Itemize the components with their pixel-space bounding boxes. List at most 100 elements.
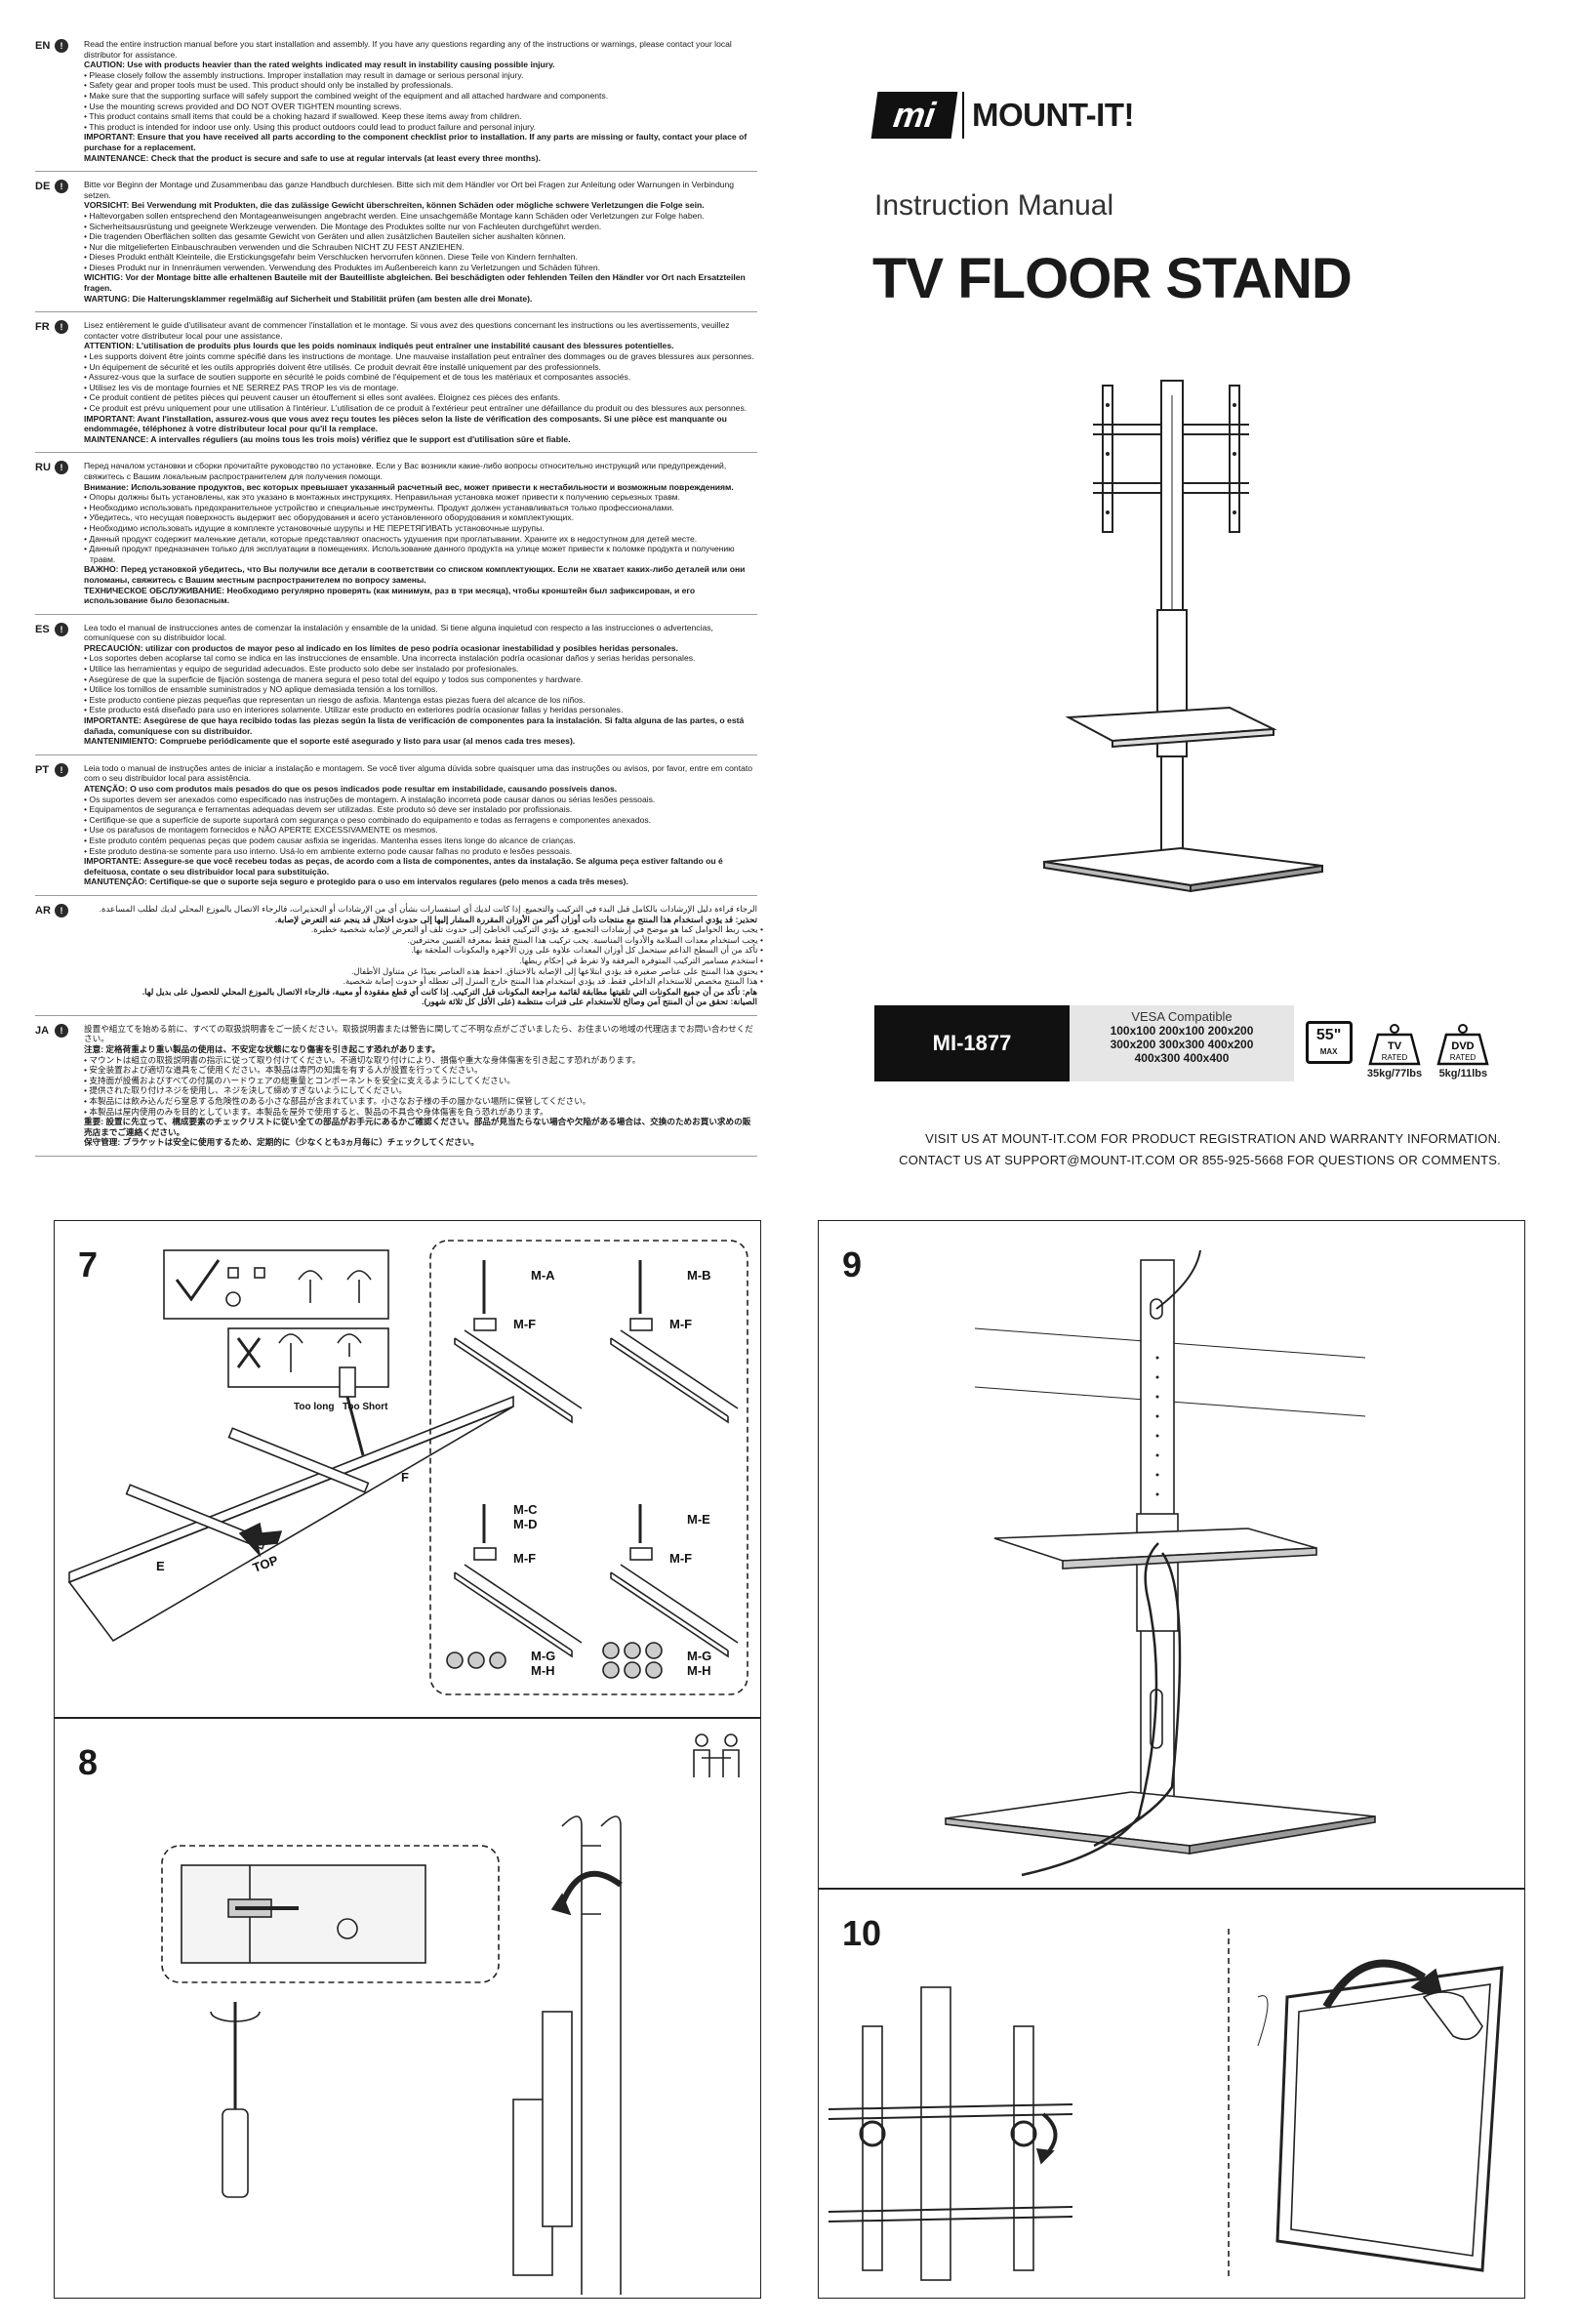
warning-block-ar: AR! الرجاء قراءة دليل الإرشادات بالكامل ق… bbox=[35, 903, 763, 1016]
part-m-f: M-F bbox=[669, 1317, 692, 1331]
step-number: 7 bbox=[78, 1244, 99, 1284]
warnings-column: EN!Read the entire instruction manual be… bbox=[35, 39, 763, 1164]
warning-line: • 提供された取り付けネジを使用し、ネジを決して締めすぎないようにしてください。 bbox=[84, 1085, 408, 1096]
language-code: RU bbox=[35, 462, 51, 474]
part-m-e: M-E bbox=[687, 1512, 710, 1527]
rated-word: RATED bbox=[1450, 1053, 1476, 1062]
step-number: 8 bbox=[78, 1742, 99, 1782]
warning-line: هام: تأكد من أن جميع المكونات التي تلقيت… bbox=[142, 986, 757, 997]
weight-icon: DVD RATED bbox=[1436, 1024, 1489, 1066]
warning-line: • Убедитесь, что несущая поверхность выд… bbox=[84, 512, 574, 523]
language-code: JA bbox=[35, 1024, 50, 1037]
warning-block-es: ES!Lea todo el manual de instrucciones a… bbox=[35, 622, 757, 755]
part-m-h: M-H bbox=[687, 1663, 711, 1678]
warning-line: 重要: 設置に先立って、構成要素のチェックリストに従い全ての部品がお手元にあるか… bbox=[84, 1117, 751, 1137]
part-m-f: M-F bbox=[513, 1551, 536, 1566]
warning-block-ja: JA! 設置や組立てを始める前に、すべての取扱説明書をご一読ください。取扱説明書ま… bbox=[35, 1023, 757, 1157]
warning-line: • Este producto está diseñado para uso e… bbox=[84, 705, 624, 715]
tv-word: TV bbox=[1388, 1040, 1402, 1052]
warning-line: • Asegúrese de que la superficie de fija… bbox=[84, 673, 584, 684]
warning-line: ATTENTION: L'utilisation de produits plu… bbox=[84, 341, 674, 351]
language-code: PT bbox=[35, 763, 50, 776]
warning-line: IMPORTANT: Avant l'installation, assurez… bbox=[84, 413, 727, 434]
warning-line: • This product contains small items that… bbox=[84, 111, 522, 122]
warning-line: MAINTENANCE: Check that the product is s… bbox=[84, 152, 542, 163]
warning-line: • Equipamentos de segurança e ferramenta… bbox=[84, 804, 573, 815]
language-code: DE bbox=[35, 181, 51, 193]
tv-weight-badge: TV RATED 35kg/77lbs bbox=[1367, 1023, 1422, 1080]
warning-line: تحذير: قد يؤدي استخدام هذا المنتج مع منت… bbox=[274, 914, 757, 924]
warning-line: ВАЖНО: Перед установкой убедитесь, что В… bbox=[84, 564, 746, 585]
warning-line: 注意: 定格荷重より重い製品の使用は、不安定な状態になり傷害を引き起こす恐れがあ… bbox=[84, 1044, 440, 1055]
spec-bar: MI-1877 VESA Compatible 100x100 200x100 … bbox=[874, 1005, 1501, 1081]
part-m-h: M-H bbox=[531, 1663, 555, 1678]
logo-divider bbox=[962, 92, 964, 139]
warning-block-ru: RU!Перед началом установки и сборки проч… bbox=[35, 461, 757, 615]
warning-line: • تأكد من أن السطح الداعم سيتحمل كل أوزا… bbox=[411, 945, 763, 956]
tv-floor-stand-illustration bbox=[1043, 380, 1323, 893]
part-m-c: M-C bbox=[513, 1502, 538, 1517]
dvd-word: DVD bbox=[1452, 1040, 1475, 1052]
warning-line: Read the entire instruction manual befor… bbox=[84, 39, 732, 60]
warning-line: • 本製品は屋内使用のみを目的としています。本製品を屋外で使用すると、製品の不具… bbox=[84, 1106, 548, 1117]
warning-line: 保守管理: ブラケットは安全に使用するため、定期的に（少なくとも3ヵ月毎に）チェ… bbox=[84, 1137, 479, 1148]
warning-line: ATENÇÃO: O uso com produtos mais pesados… bbox=[84, 784, 618, 794]
warning-icon: ! bbox=[55, 762, 68, 777]
rating-badges: 55" MAX TV RATED 35kg/77lbs DVD RATED 5k… bbox=[1294, 1005, 1501, 1081]
model-number: MI-1877 bbox=[874, 1005, 1070, 1081]
part-m-g: M-G bbox=[687, 1649, 711, 1663]
document-subtitle: Instruction Manual bbox=[874, 189, 1114, 222]
warning-line: الصيانة: تحقق من أن المنتج آمن وصالح للا… bbox=[422, 997, 757, 1007]
language-code: AR bbox=[35, 904, 51, 917]
step-9-panel: 9 bbox=[818, 1220, 1525, 1889]
warning-icon: ! bbox=[55, 1023, 68, 1038]
warning-line: • Dieses Produkt nur in Innenräumen verw… bbox=[84, 262, 600, 272]
warning-text: Read the entire instruction manual befor… bbox=[84, 39, 757, 163]
step-8-panel: 8 bbox=[54, 1718, 761, 2299]
vesa-line: 100x100 200x100 200x200 bbox=[1110, 1024, 1254, 1038]
top-label: TOP bbox=[251, 1553, 280, 1575]
max-label: MAX bbox=[1319, 1047, 1338, 1056]
warning-line: الرجاء قراءة دليل الإرشادات بالكامل قبل … bbox=[99, 903, 757, 914]
warning-block-en: EN!Read the entire instruction manual be… bbox=[35, 39, 757, 173]
warning-block-fr: FR!Lisez entièrement le guide d'utilisat… bbox=[35, 320, 757, 454]
document-title: TV FLOOR STAND bbox=[872, 247, 1353, 310]
warning-line: • Ce produit est prévu uniquement pour u… bbox=[84, 403, 748, 413]
warning-line: • يحتوي هذا المنتج على عناصر صغيرة قد يؤ… bbox=[350, 965, 763, 976]
warning-line: • Данный продукт содержит маленькие дета… bbox=[84, 533, 698, 544]
part-m-f: M-F bbox=[669, 1551, 692, 1566]
step-7-panel: 7 bbox=[54, 1220, 761, 1718]
warning-line: • يجب استخدام معدات السلامة والأدوات الم… bbox=[407, 934, 763, 945]
warning-line: WARTUNG: Die Halterungsklammer regelmäßi… bbox=[84, 293, 533, 304]
warning-line: • Необходимо использовать идущие в компл… bbox=[84, 522, 545, 533]
warning-icon: ! bbox=[55, 461, 68, 475]
too-short-label: Too Short bbox=[343, 1402, 388, 1412]
part-m-b: M-B bbox=[687, 1268, 711, 1283]
step-number: 9 bbox=[842, 1244, 863, 1284]
part-m-a: M-A bbox=[531, 1268, 555, 1283]
warning-line: • Assurez-vous que la surface de soutien… bbox=[84, 372, 631, 383]
warning-line: • Utilisez les vis de montage fournies e… bbox=[84, 382, 399, 392]
warning-line: • هذا المنتج مخصص للاستخدام الداخلي فقط.… bbox=[343, 976, 763, 987]
warning-text: Leia todo o manual de instruções antes d… bbox=[84, 763, 757, 887]
contact-line-support: CONTACT US AT SUPPORT@MOUNT-IT.COM OR 85… bbox=[899, 1153, 1501, 1167]
warning-line: • Utilice las herramientas y equipo de s… bbox=[84, 664, 519, 674]
warning-line: • Use the mounting screws provided and D… bbox=[84, 101, 402, 111]
warning-line: IMPORTANT: Ensure that you have received… bbox=[84, 132, 748, 152]
warning-text: 設置や組立てを始める前に、すべての取扱説明書をご一読ください。取扱説明書または警… bbox=[84, 1024, 757, 1148]
warning-line: Leia todo o manual de instruções antes d… bbox=[84, 762, 753, 784]
step-7-illustration: Too long Too Short E F TOP M-A M-B M-F M… bbox=[67, 1240, 748, 1695]
warning-icon: ! bbox=[55, 903, 68, 917]
warning-line: • Данный продукт предназначен только для… bbox=[84, 544, 735, 564]
warning-line: • يجب ربط الحوامل كما هو موضح في إرشادات… bbox=[310, 924, 763, 935]
warning-line: • Make sure that the supporting surface … bbox=[84, 90, 609, 101]
warning-line: • 本製品には飲み込んだら窒息する危険性のある小さな部品が含まれています。小さな… bbox=[84, 1096, 591, 1107]
vesa-compatibility: VESA Compatible 100x100 200x100 200x200 … bbox=[1070, 1005, 1294, 1081]
language-code: ES bbox=[35, 623, 50, 635]
warning-line: • 支持面が設備およびすべての付属のハードウェアの総重量とコンポーネントを安全に… bbox=[84, 1075, 515, 1085]
warning-line: • マウントは組立の取扱説明書の指示に従って取り付けてください。不適切な取り付け… bbox=[84, 1054, 641, 1065]
part-m-g: M-G bbox=[531, 1649, 555, 1663]
logo-mark: mi bbox=[870, 92, 958, 139]
warning-line: VORSICHT: Bei Verwendung mit Produkten, … bbox=[84, 200, 705, 211]
step-number: 10 bbox=[842, 1913, 882, 1953]
